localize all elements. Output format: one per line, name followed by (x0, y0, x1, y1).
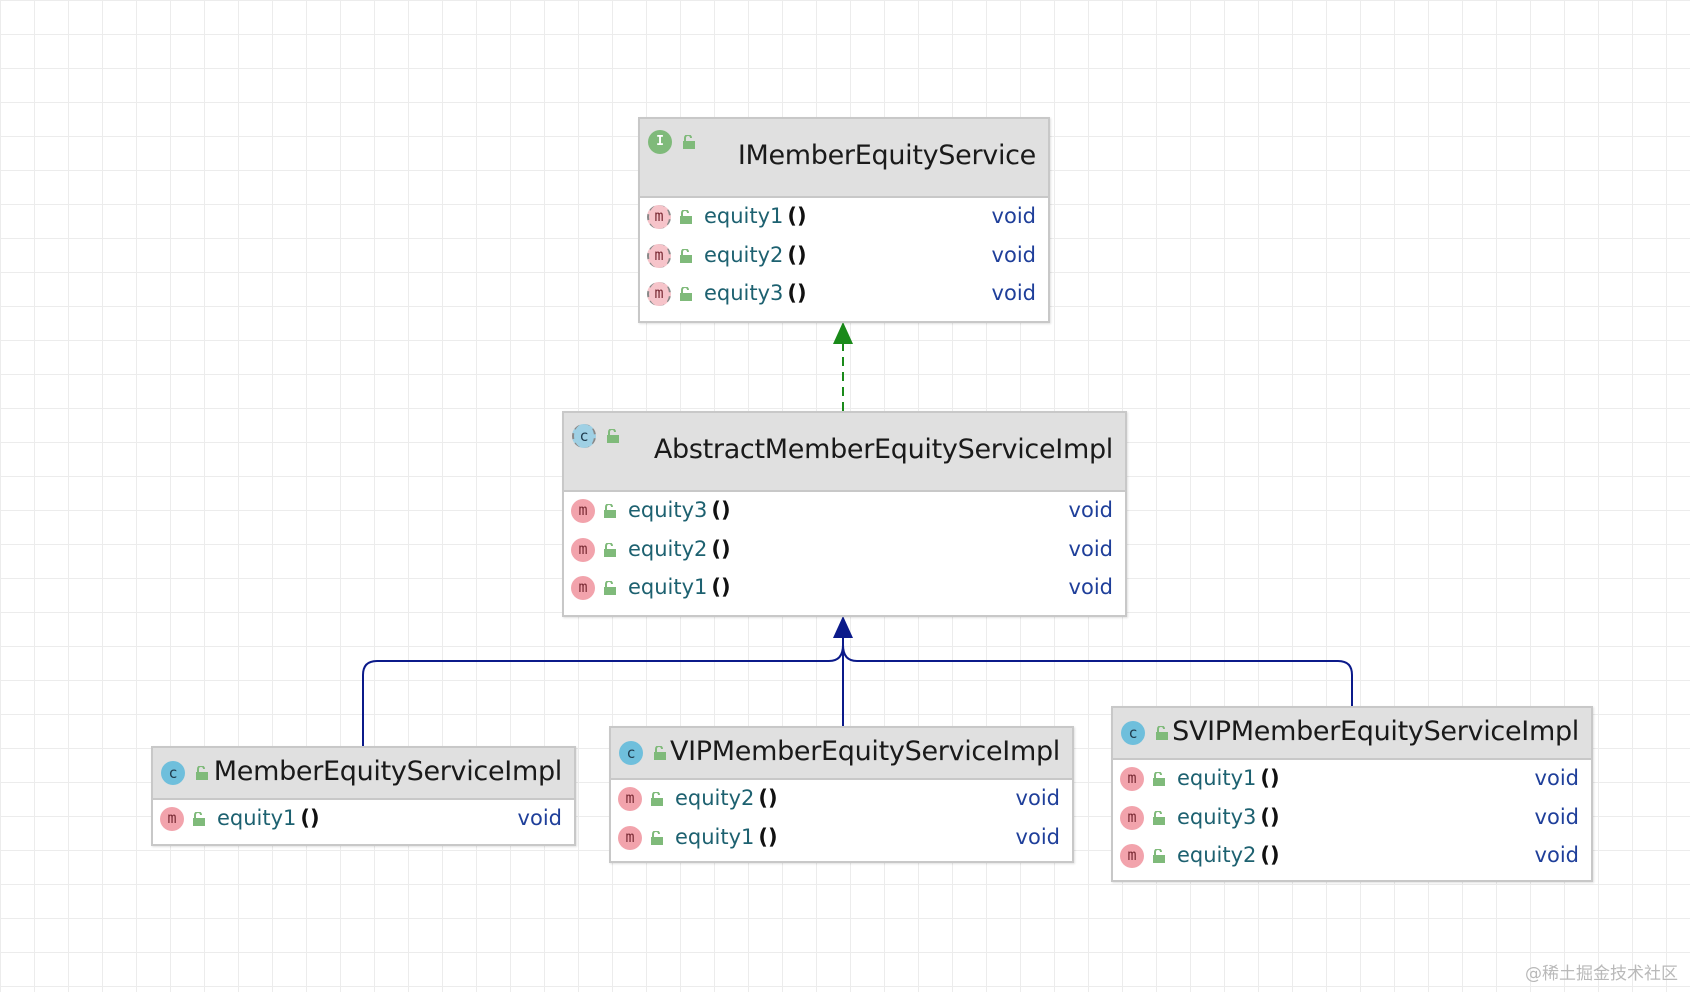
method-row[interactable]: m equity2() void (564, 531, 1125, 570)
method-row[interactable]: m equity3() void (564, 492, 1125, 531)
node-title: AbstractMemberEquityServiceImpl (653, 434, 1113, 465)
method-row[interactable]: m equity1() void (1113, 760, 1591, 799)
method-name: equity2() (1177, 843, 1280, 867)
node-title: VIPMemberEquityServiceImpl (669, 736, 1060, 767)
method-row[interactable]: m equity1() void (640, 198, 1048, 237)
method-name: equity3() (704, 281, 807, 305)
realization-arrowhead (833, 322, 853, 344)
abstract-method-icon: m (647, 243, 671, 268)
method-name: equity1() (704, 204, 807, 228)
abstract-class-icon: c (572, 424, 596, 448)
public-lock-icon (679, 210, 693, 224)
class-node-svipmemberequityserviceimpl[interactable]: c SVIPMemberEquityServiceImpl m equity1(… (1111, 706, 1593, 882)
public-lock-icon (650, 830, 664, 845)
method-row[interactable]: m equity1() void (153, 800, 574, 839)
method-name: equity1() (217, 806, 320, 830)
public-lock-icon (1152, 810, 1166, 825)
public-lock-icon (1152, 849, 1166, 863)
return-type: void (1534, 766, 1579, 790)
class-node-abstractmemberequityserviceimpl[interactable]: c AbstractMemberEquityServiceImpl m equi… (562, 411, 1127, 617)
public-lock-icon (650, 792, 664, 806)
method-row[interactable]: m equity3() void (1113, 799, 1591, 838)
generalization-arrowhead (833, 616, 853, 638)
method-icon: m (1120, 844, 1144, 868)
method-row[interactable]: m equity2() void (611, 780, 1072, 819)
public-lock-icon (653, 746, 667, 760)
method-name: equity2() (628, 536, 731, 561)
method-name: equity1() (675, 824, 778, 849)
class-node-vipmemberequityserviceimpl[interactable]: c VIPMemberEquityServiceImpl m equity2()… (609, 726, 1074, 863)
return-type: void (1068, 536, 1113, 561)
interface-node-imemberequityservice[interactable]: I IMemberEquityService m equity1() void … (638, 117, 1050, 323)
method-icon: m (571, 537, 595, 562)
return-type: void (991, 242, 1036, 267)
interface-icon: I (648, 130, 672, 154)
method-name: equity3() (1177, 804, 1280, 829)
public-lock-icon (1155, 726, 1169, 740)
public-lock-icon (1152, 772, 1166, 786)
method-icon: m (571, 499, 595, 523)
return-type: void (517, 806, 562, 830)
public-lock-icon (682, 135, 696, 149)
class-icon: c (1121, 721, 1145, 745)
node-title: SVIPMemberEquityServiceImpl (1172, 716, 1579, 747)
generalization-line-svip (842, 644, 1353, 706)
method-icon: m (618, 787, 642, 811)
method-name: equity2() (704, 242, 807, 267)
method-icon: m (1120, 767, 1144, 791)
public-lock-icon (603, 542, 617, 557)
method-row[interactable]: m equity1() void (564, 569, 1125, 608)
return-type: void (1015, 824, 1060, 849)
node-header: I IMemberEquityService (640, 119, 1048, 198)
node-title: MemberEquityServiceImpl (213, 756, 563, 787)
return-type: void (1534, 804, 1579, 829)
method-row[interactable]: m equity2() void (1113, 837, 1591, 876)
method-name: equity3() (628, 498, 731, 522)
method-row[interactable]: m equity3() void (640, 275, 1048, 314)
node-header: c MemberEquityServiceImpl (153, 748, 574, 800)
public-lock-icon (679, 287, 693, 301)
class-icon: c (619, 741, 643, 765)
return-type: void (1068, 498, 1113, 522)
method-row[interactable]: m equity2() void (640, 237, 1048, 276)
public-lock-icon (679, 248, 693, 263)
public-lock-icon (192, 812, 206, 826)
return-type: void (991, 204, 1036, 228)
node-header: c AbstractMemberEquityServiceImpl (564, 413, 1125, 492)
public-lock-icon (603, 581, 617, 595)
public-lock-icon (603, 504, 617, 518)
node-header: c SVIPMemberEquityServiceImpl (1113, 708, 1591, 760)
method-name: equity1() (1177, 766, 1280, 790)
class-node-memberequityserviceimpl[interactable]: c MemberEquityServiceImpl m equity1() vo… (151, 746, 576, 846)
method-name: equity1() (628, 575, 731, 599)
abstract-method-icon: m (647, 205, 671, 229)
node-title: IMemberEquityService (737, 140, 1036, 171)
return-type: void (1015, 786, 1060, 810)
method-icon: m (160, 807, 184, 831)
public-lock-icon (195, 766, 209, 780)
class-icon: c (161, 761, 185, 785)
node-header: c VIPMemberEquityServiceImpl (611, 728, 1072, 780)
watermark: @稀土掘金技术社区 (1525, 964, 1678, 984)
abstract-method-icon: m (647, 282, 671, 306)
return-type: void (991, 281, 1036, 305)
return-type: void (1534, 843, 1579, 867)
return-type: void (1068, 575, 1113, 599)
method-icon: m (618, 825, 642, 850)
method-name: equity2() (675, 786, 778, 810)
public-lock-icon (606, 429, 620, 443)
method-row[interactable]: m equity1() void (611, 819, 1072, 858)
method-icon: m (1120, 805, 1144, 830)
method-icon: m (571, 576, 595, 600)
